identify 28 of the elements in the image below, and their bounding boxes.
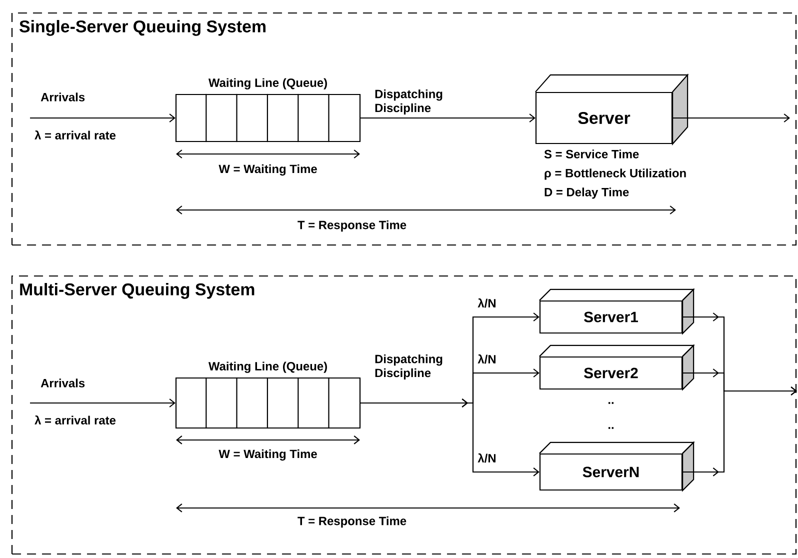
label: λ = arrival rate [34,415,116,425]
label: W = Waiting Time [218,164,317,176]
arrow [682,386,797,476]
arrow [30,398,176,408]
edge-label: λ/N [478,354,496,364]
node-label: Waiting Line (Queue) [208,78,327,90]
edge-label: λ/N [478,453,496,463]
label: λ = arrival rate [34,130,116,140]
label: T = Response Time [298,516,406,528]
queue-drawing: Waiting Line (Queue) [175,362,361,429]
label: Arrivals [40,92,85,102]
queue-drawing: Waiting Line (Queue) [175,78,361,142]
arrow [360,398,540,476]
label: Dispatching Discipline [375,354,442,380]
variable-definition: D = Delay Time [544,188,629,199]
label: Arrivals [40,378,85,388]
label: W = Waiting Time [218,449,317,461]
label: Dispatching Discipline [375,89,442,115]
arrow [30,114,176,122]
variable-definition: ρ = Bottleneck Utilization [544,168,686,180]
label: .. [608,402,614,404]
variable-definition: S = Service Time [544,150,639,158]
node-label: Waiting Line (Queue) [208,362,327,373]
arrow [360,114,536,122]
arrow [672,114,790,122]
label: T = Response Time [298,220,406,232]
edge-label: λ/N [478,298,496,308]
label: .. [608,427,614,429]
